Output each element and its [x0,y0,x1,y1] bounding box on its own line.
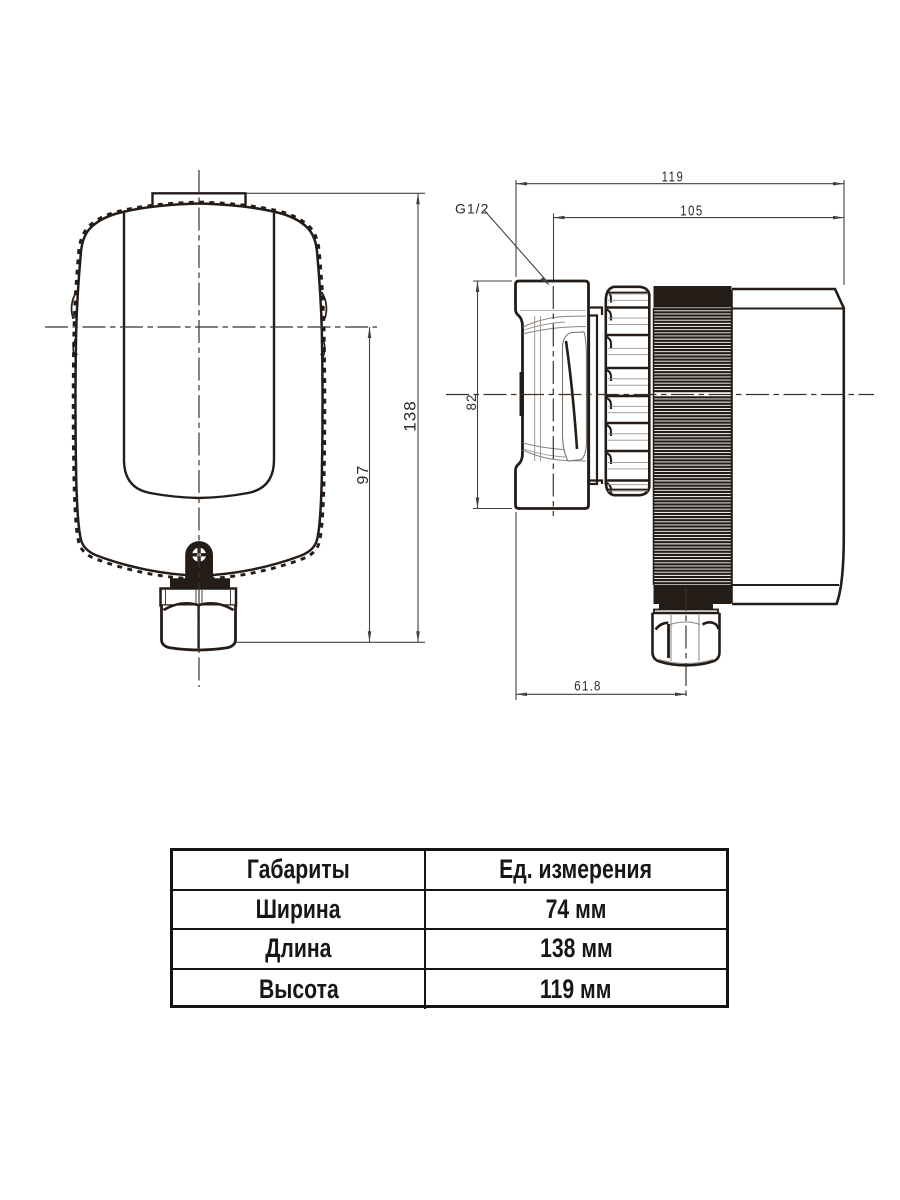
svg-text:82: 82 [464,393,479,410]
svg-text:G1/2: G1/2 [455,201,489,217]
svg-text:138: 138 [401,400,420,431]
svg-text:119: 119 [662,168,685,185]
svg-text:97: 97 [355,465,372,485]
svg-text:105: 105 [680,202,704,219]
svg-text:61.8: 61.8 [574,678,601,693]
